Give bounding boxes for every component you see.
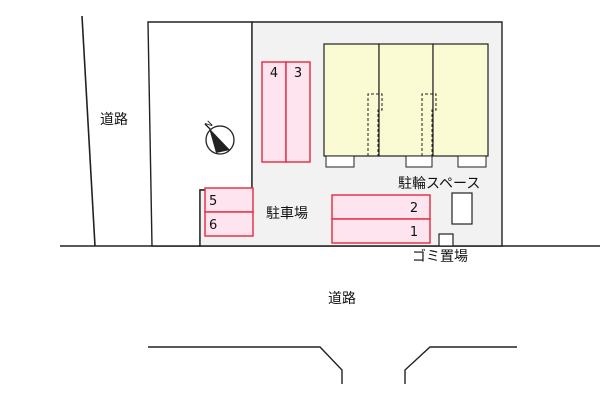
parking-space-4: [261, 61, 287, 163]
building: [323, 43, 489, 168]
garbage-area-label: ゴミ置場: [412, 248, 468, 265]
building-unit-2: [378, 43, 434, 157]
building-unit-1: [323, 43, 380, 157]
road-label-left: 道路: [100, 112, 128, 128]
compass-icon: N: [203, 119, 235, 155]
bicycle-space-label: 駐輪スペース: [398, 175, 480, 192]
parking-space-1: [331, 218, 431, 244]
bicycle-rack: [451, 192, 473, 225]
parking-space-2: [331, 194, 431, 220]
parking-space-label-3: 3: [294, 66, 302, 81]
porch-1: [325, 155, 355, 168]
parking-space-label-6: 6: [209, 218, 217, 233]
building-unit-3: [432, 43, 489, 157]
porch-3: [457, 155, 487, 168]
parking-space-label-4: 4: [270, 66, 278, 81]
parking-space-label-2: 2: [410, 201, 418, 216]
garbage-box: [438, 233, 454, 247]
parking-space-5: [204, 187, 254, 213]
parking-space-label-1: 1: [410, 225, 418, 240]
unit-2-dashed-outline: [421, 93, 437, 156]
road-boundary-left: [81, 15, 96, 247]
compass-north-letter: N: [203, 119, 215, 131]
unit-1-dashed-outline: [367, 93, 383, 156]
parking-space-3: [285, 61, 311, 163]
road-edge-left: [148, 346, 343, 384]
parking-space-label-5: 5: [209, 194, 217, 209]
parking-label: 駐車場: [266, 205, 308, 222]
road-label-bottom: 道路: [328, 291, 356, 307]
road-edge-right: [404, 346, 517, 384]
parking-space-6: [204, 211, 254, 237]
porch-2: [405, 155, 433, 168]
